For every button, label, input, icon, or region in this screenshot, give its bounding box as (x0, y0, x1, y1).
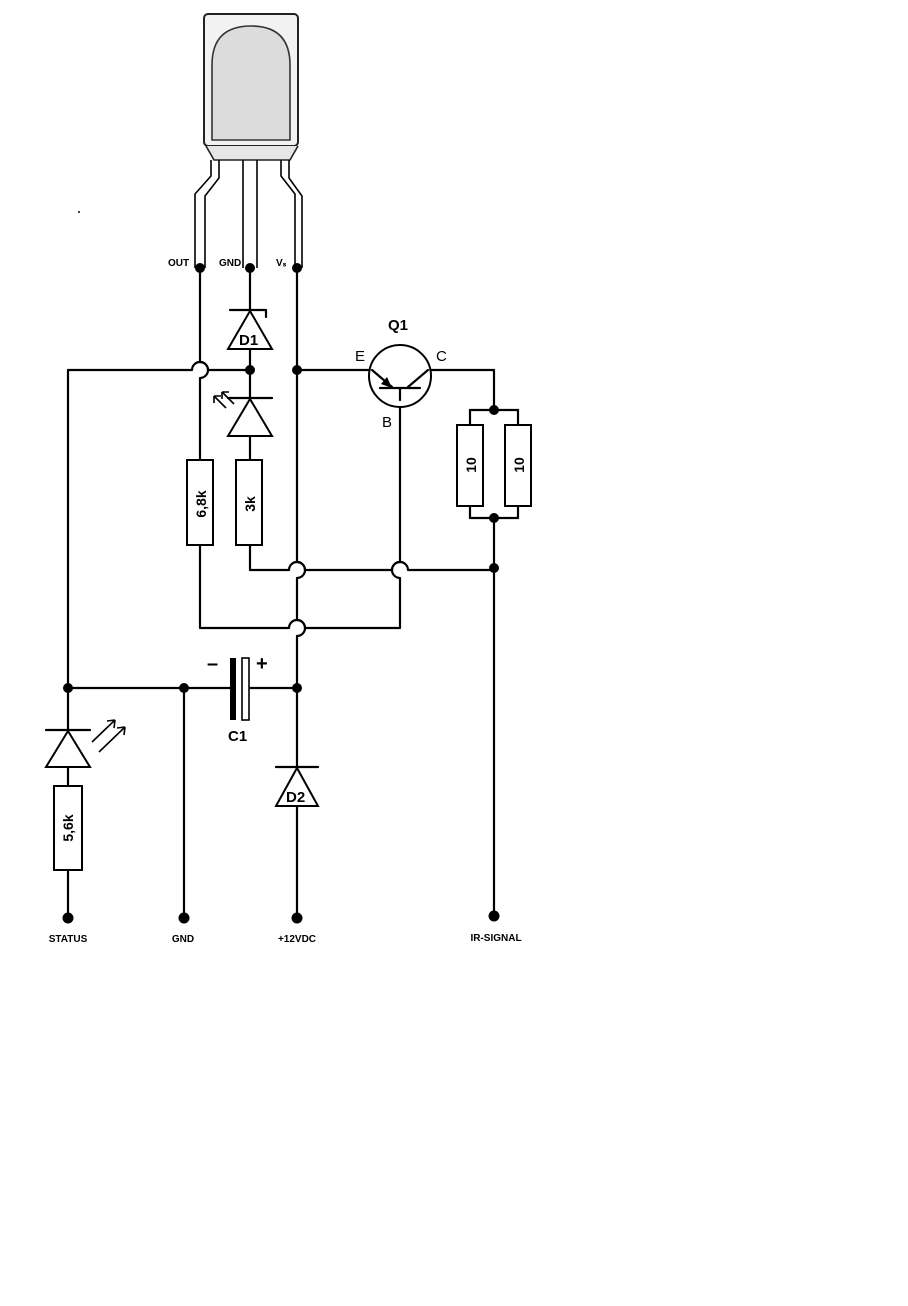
pin-label-gnd: GND (219, 258, 241, 269)
ir-receiver-module (203, 13, 299, 161)
label-q1: Q1 (388, 317, 408, 334)
diode-d1 (226, 308, 274, 350)
photodiode (213, 391, 274, 437)
pin-label-vs: Vₛ (276, 258, 287, 269)
label-5k6: 5,6k (60, 814, 76, 841)
diode-d2 (274, 765, 320, 807)
label-d1: D1 (239, 332, 258, 349)
resistor-6k8 (186, 459, 214, 546)
resistor-10-right (504, 424, 532, 507)
label-q1-emitter: E (355, 348, 365, 365)
junction-dots (63, 263, 499, 693)
terminal-gnd: GND (172, 934, 194, 945)
label-10-right: 10 (511, 457, 527, 473)
stray-mark (78, 211, 80, 213)
transistor-q1 (368, 344, 432, 408)
receiver-leads (194, 160, 303, 268)
terminal-12vdc: +12VDC (278, 934, 316, 945)
label-q1-collector: C (436, 348, 447, 365)
resistor-10-left (456, 424, 484, 507)
wires (66, 266, 520, 920)
label-3k: 3k (242, 496, 258, 512)
label-10-left: 10 (463, 457, 479, 473)
terminal-status: STATUS (49, 934, 88, 945)
pin-label-out: OUT (168, 258, 189, 269)
label-c1-minus: – (207, 653, 218, 675)
terminal-dots (62, 910, 500, 924)
label-6k8: 6,8k (193, 490, 209, 517)
label-c1: C1 (228, 728, 247, 745)
label-q1-base: B (382, 414, 392, 431)
terminal-ir-signal: IR-SIGNAL (470, 933, 521, 944)
label-c1-plus: + (256, 653, 268, 675)
resistor-5k6 (53, 785, 83, 871)
label-d2: D2 (286, 789, 305, 806)
capacitor-c1 (230, 657, 250, 721)
status-led (44, 719, 126, 768)
resistor-3k (235, 459, 263, 546)
